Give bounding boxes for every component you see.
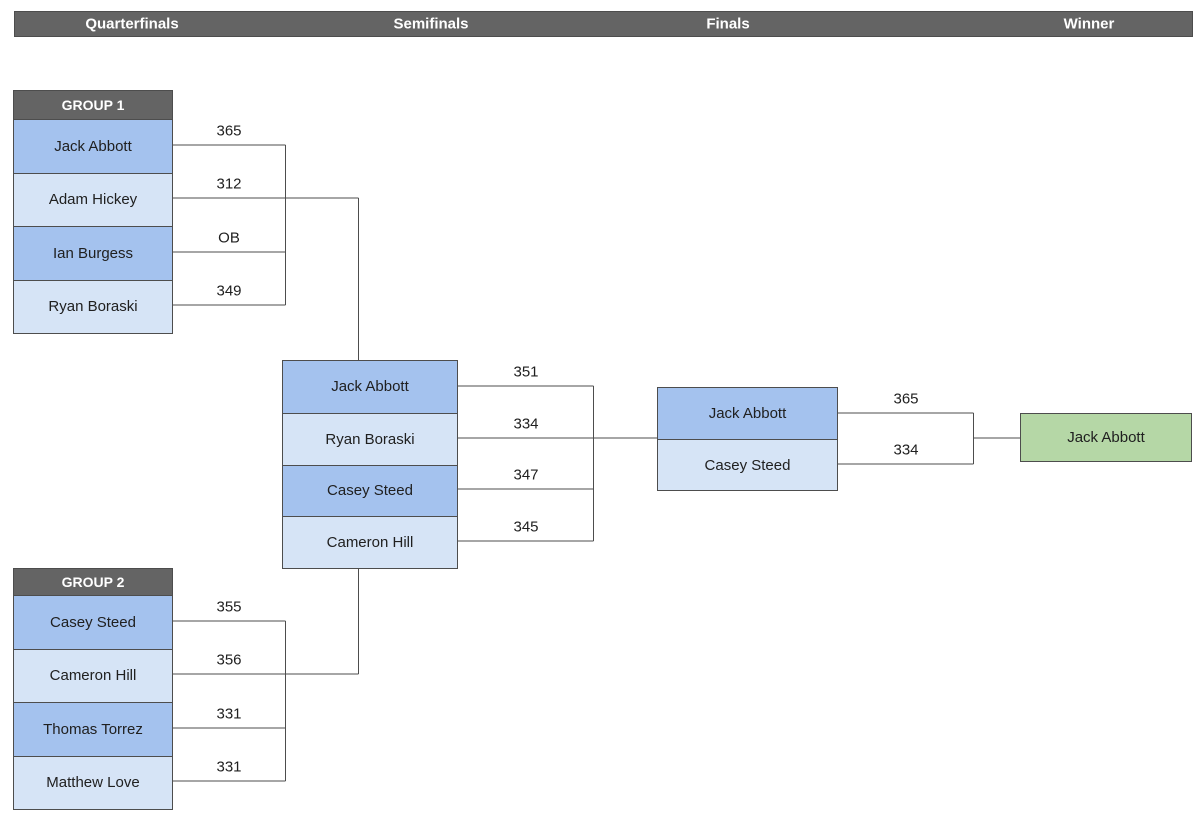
player-cell: Casey Steed [14,595,172,649]
player-cell: Jack Abbott [658,388,837,439]
winner-box: Jack Abbott [1020,413,1192,462]
match-score: 334 [893,441,919,459]
player-cell: Ryan Boraski [283,412,457,465]
match-score: OB [218,229,240,247]
match-score: 331 [216,758,242,776]
player-cell: Cameron Hill [14,648,172,702]
player-cell: Jack Abbott [14,119,172,173]
match-score: 312 [216,175,242,193]
group-2-header: GROUP 2 [14,569,172,595]
finals-box: Jack Abbott Casey Steed [657,387,838,491]
player-cell: Ian Burgess [14,226,172,280]
player-cell: Cameron Hill [283,516,457,568]
player-cell: Ryan Boraski [14,279,172,333]
round-header-bar: Quarterfinals Semifinals Finals Winner [14,11,1193,37]
group-1-box: GROUP 1 Jack Abbott Adam Hickey Ian Burg… [13,90,173,334]
match-score: 349 [216,282,242,300]
player-cell: Casey Steed [658,439,837,490]
round-header-semifinals: Semifinals [393,15,469,33]
match-score: 331 [216,705,242,723]
group-2-box: GROUP 2 Casey Steed Cameron Hill Thomas … [13,568,173,810]
player-cell: Adam Hickey [14,172,172,226]
match-score: 365 [893,390,919,408]
match-score: 356 [216,651,242,669]
match-score: 351 [513,363,539,381]
player-cell: Casey Steed [283,464,457,517]
match-score: 355 [216,598,242,616]
match-score: 365 [216,122,242,140]
match-score: 334 [513,415,539,433]
player-cell: Jack Abbott [283,361,457,413]
group-1-header: GROUP 1 [14,91,172,119]
player-cell: Thomas Torrez [14,702,172,756]
round-header-quarterfinals: Quarterfinals [85,15,179,33]
match-score: 345 [513,518,539,536]
round-header-winner: Winner [1063,15,1115,33]
match-score: 347 [513,466,539,484]
semifinals-box: Jack Abbott Ryan Boraski Casey Steed Cam… [282,360,458,569]
player-cell: Matthew Love [14,755,172,809]
round-header-finals: Finals [706,15,750,33]
